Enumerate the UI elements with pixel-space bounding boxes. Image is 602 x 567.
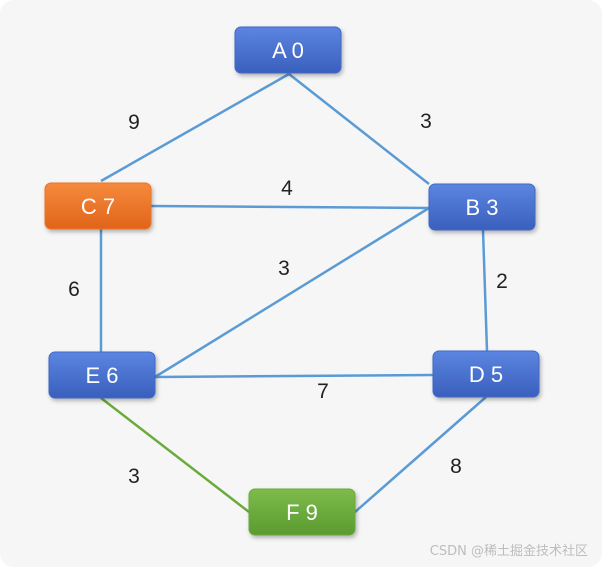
node-box-d <box>432 350 540 398</box>
edge-weight-e-d: 7 <box>317 380 329 403</box>
node-label-c: C 7 <box>81 194 115 219</box>
edge-weight-b-d: 2 <box>496 270 508 293</box>
edge-weight-e-f: 3 <box>128 465 140 488</box>
node-d: D 5 <box>432 350 540 398</box>
edge-a-b <box>288 73 430 185</box>
node-b: B 3 <box>428 183 536 231</box>
edge-e-f <box>100 397 250 513</box>
node-label-d: D 5 <box>469 362 503 387</box>
edge-weight-c-e: 6 <box>68 278 80 301</box>
node-box-c <box>44 182 152 230</box>
node-c: C 7 <box>44 182 152 230</box>
edge-e-b <box>154 206 430 379</box>
edge-c-b <box>150 204 430 210</box>
edge-weight-e-b: 3 <box>278 257 290 280</box>
node-box-f <box>248 488 356 536</box>
node-box-e <box>48 351 156 399</box>
edge-d-f <box>354 396 487 513</box>
node-label-e: E 6 <box>85 363 118 388</box>
edge-weight-a-b: 3 <box>420 110 432 133</box>
edge-weight-a-c: 9 <box>128 111 140 134</box>
watermark-text: CSDN @稀土掘金技术社区 <box>429 544 588 559</box>
node-a: A 0 <box>234 26 342 74</box>
node-e: E 6 <box>48 351 156 399</box>
edge-weight-c-b: 4 <box>281 177 293 200</box>
edge-weight-d-f: 8 <box>450 455 462 478</box>
node-label-a: A 0 <box>272 38 304 63</box>
node-box-a <box>234 26 342 74</box>
edge-b-d <box>481 229 489 352</box>
edge-e-d <box>154 373 434 379</box>
node-box-b <box>428 183 536 231</box>
node-label-f: F 9 <box>286 500 318 525</box>
edge-a-c <box>100 72 290 183</box>
node-f: F 9 <box>248 488 356 536</box>
node-label-b: B 3 <box>465 195 498 220</box>
